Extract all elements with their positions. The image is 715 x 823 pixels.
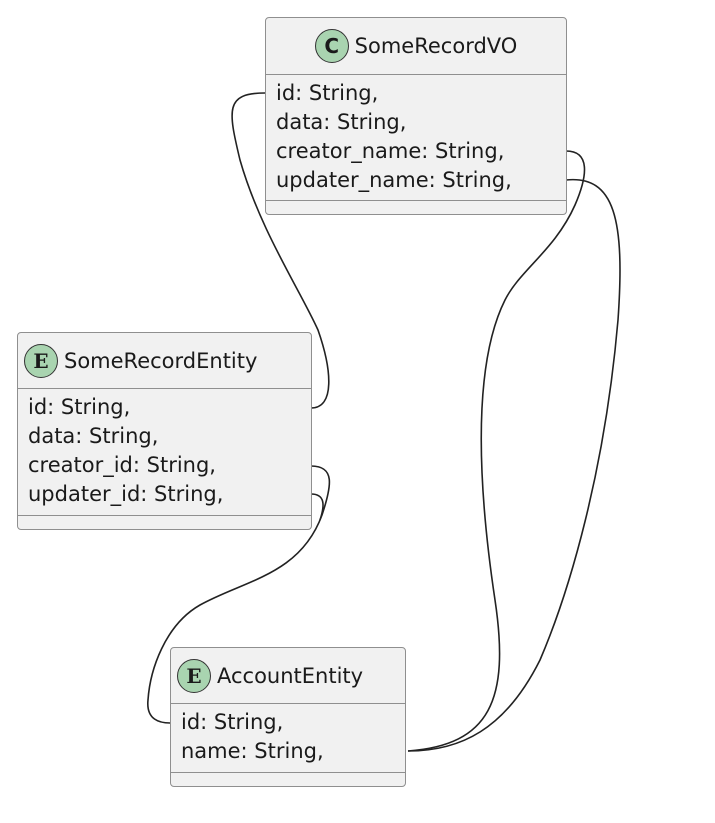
field-data: data: String, (28, 424, 159, 448)
class-account-entity[interactable]: E AccountEntity id: String, name: String… (170, 647, 406, 787)
methods-divider (266, 200, 566, 201)
field-updater-id: updater_id: String, (28, 482, 224, 506)
field-data: data: String, (276, 110, 407, 134)
relation-vo-id-entity-id (231, 92, 330, 409)
field-creator-name: creator_name: String, (276, 139, 505, 163)
entity-e-icon: E (177, 658, 211, 693)
relation-vo-updater-account-name (407, 178, 621, 752)
class-header: E SomeRecordEntity (18, 333, 311, 389)
relation-entity-updater-account-id (310, 493, 324, 521)
field-updater-name: updater_name: String, (276, 168, 512, 192)
field-list: id: String, data: String, creator_name: … (266, 75, 566, 195)
class-name: SomeRecordEntity (64, 348, 258, 373)
field-creator-id: creator_id: String, (28, 453, 216, 477)
methods-divider (171, 772, 405, 773)
methods-divider (18, 515, 311, 516)
field-list: id: String, name: String, (171, 704, 405, 766)
field-id: id: String, (181, 710, 284, 734)
field-id: id: String, (28, 395, 131, 419)
class-header: E AccountEntity (171, 648, 405, 704)
class-name: SomeRecordVO (354, 34, 518, 58)
relation-entity-creator-account-id (147, 465, 331, 724)
relation-vo-creator-account-name (407, 150, 586, 752)
class-name: AccountEntity (217, 663, 364, 688)
class-some-record-entity[interactable]: E SomeRecordEntity id: String, data: Str… (17, 332, 312, 530)
field-id: id: String, (276, 81, 379, 105)
entity-e-icon: E (24, 343, 58, 378)
field-list: id: String, data: String, creator_id: St… (18, 389, 311, 509)
class-some-record-vo[interactable]: C SomeRecordVO id: String, data: String,… (265, 17, 567, 215)
class-c-icon: C (314, 29, 349, 63)
field-name: name: String, (181, 739, 324, 763)
class-header: C SomeRecordVO (266, 18, 566, 75)
